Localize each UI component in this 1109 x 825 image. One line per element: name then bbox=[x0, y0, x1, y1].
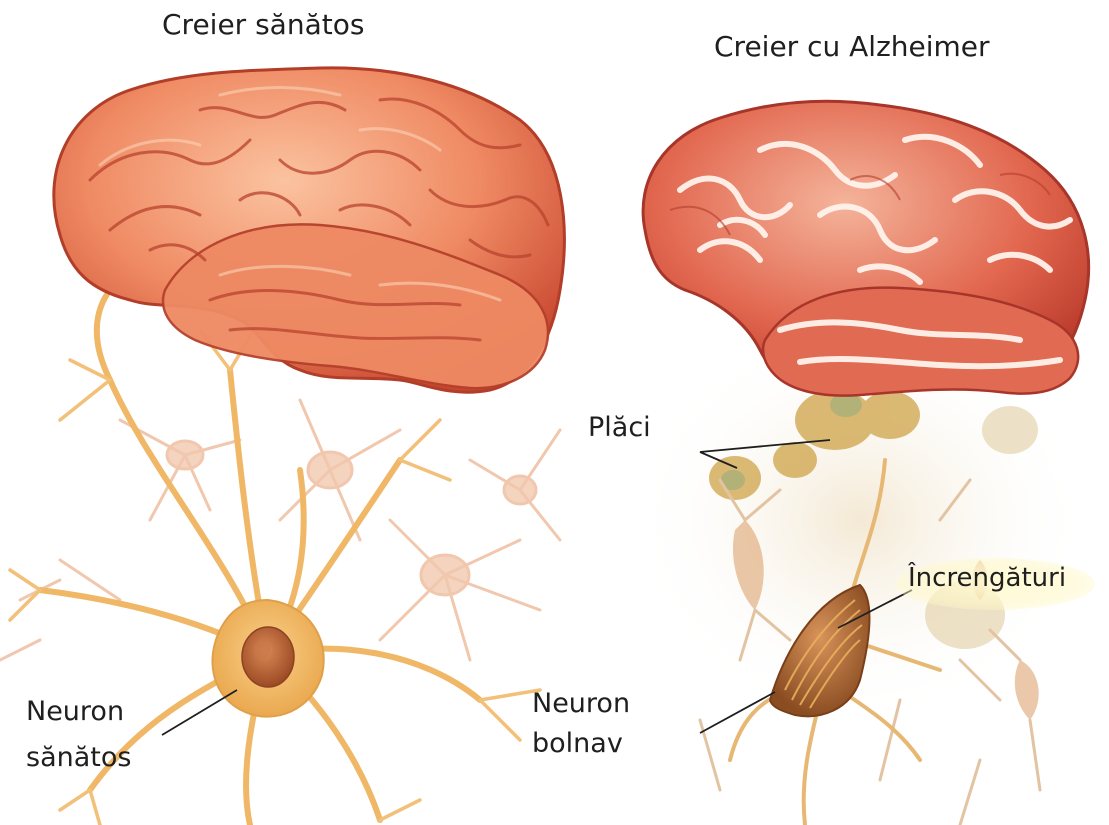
alzheimer-brain bbox=[643, 101, 1089, 395]
plaques-label: Plăci bbox=[588, 412, 651, 444]
healthy-brain-title: Creier sănătos bbox=[162, 8, 364, 42]
healthy-neuron-leader bbox=[162, 690, 237, 735]
alzheimer-brain-title: Creier cu Alzheimer bbox=[714, 30, 990, 64]
healthy-brain bbox=[54, 68, 564, 392]
sick-neuron-label-line1: Neuron bbox=[532, 688, 630, 720]
tangles-label: Încrengături bbox=[908, 563, 1066, 594]
healthy-neuron-label-line1: Neuron bbox=[26, 696, 124, 728]
healthy-neuron-label-line2: sănătos bbox=[26, 742, 131, 774]
sick-neuron-leader bbox=[700, 692, 775, 733]
sick-neuron-label-line2: bolnav bbox=[532, 728, 623, 760]
